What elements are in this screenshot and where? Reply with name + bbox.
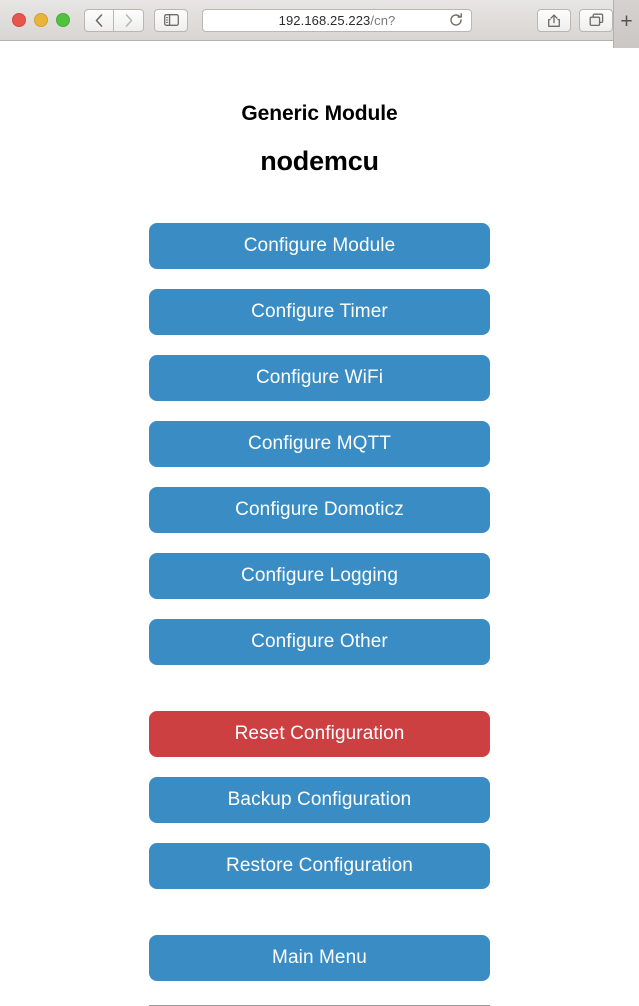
- configure-module-button[interactable]: Configure Module: [149, 222, 490, 269]
- show-tabs-button[interactable]: [579, 8, 614, 32]
- toolbar-right-group: »: [537, 8, 639, 32]
- main-menu-group: Main Menu: [149, 934, 490, 981]
- back-button[interactable]: [84, 8, 114, 32]
- chevron-left-icon: [95, 13, 103, 27]
- share-button[interactable]: [537, 8, 572, 32]
- chevron-right-icon: [125, 13, 132, 27]
- page-title-hostname: nodemcu: [260, 146, 379, 177]
- configure-domoticz-button[interactable]: Configure Domoticz: [149, 486, 490, 533]
- web-page-content: Generic Module nodemcu Configure Module …: [0, 41, 639, 1006]
- address-bar[interactable]: 192.168.25.223/cn?: [202, 8, 472, 32]
- tasmota-menu: Generic Module nodemcu Configure Module …: [149, 41, 490, 1006]
- backup-configuration-button[interactable]: Backup Configuration: [149, 776, 490, 823]
- page-title-module: Generic Module: [241, 102, 398, 125]
- url-path: /cn?: [370, 12, 396, 28]
- zoom-window-button[interactable]: [56, 13, 70, 27]
- window-controls: [12, 13, 70, 27]
- configure-mqtt-button[interactable]: Configure MQTT: [149, 420, 490, 467]
- url-text: 192.168.25.223/cn?: [279, 13, 396, 28]
- configure-logging-button[interactable]: Configure Logging: [149, 552, 490, 599]
- reload-icon: [450, 13, 462, 26]
- minimize-window-button[interactable]: [34, 13, 48, 27]
- configuration-management-group: Reset Configuration Backup Configuration…: [149, 710, 490, 889]
- new-tab-button[interactable]: +: [613, 0, 639, 48]
- footer-divider: [149, 1004, 490, 1006]
- configure-wifi-button[interactable]: Configure WiFi: [149, 354, 490, 401]
- configuration-buttons-group: Configure Module Configure Timer Configu…: [149, 222, 490, 665]
- reset-configuration-button[interactable]: Reset Configuration: [149, 710, 490, 757]
- main-menu-button[interactable]: Main Menu: [149, 934, 490, 981]
- browser-toolbar: 192.168.25.223/cn? » +: [0, 0, 639, 48]
- restore-configuration-button[interactable]: Restore Configuration: [149, 842, 490, 889]
- navigation-buttons: [84, 8, 144, 32]
- configure-other-button[interactable]: Configure Other: [149, 618, 490, 665]
- url-host: 192.168.25.223: [278, 12, 371, 28]
- close-window-button[interactable]: [12, 13, 26, 27]
- configure-timer-button[interactable]: Configure Timer: [149, 288, 490, 335]
- sidebar-icon: [163, 14, 179, 26]
- forward-button[interactable]: [114, 8, 144, 32]
- tabs-icon: [589, 13, 603, 27]
- share-icon: [548, 13, 561, 27]
- reload-button[interactable]: [449, 13, 463, 27]
- show-sidebar-button[interactable]: [154, 8, 188, 32]
